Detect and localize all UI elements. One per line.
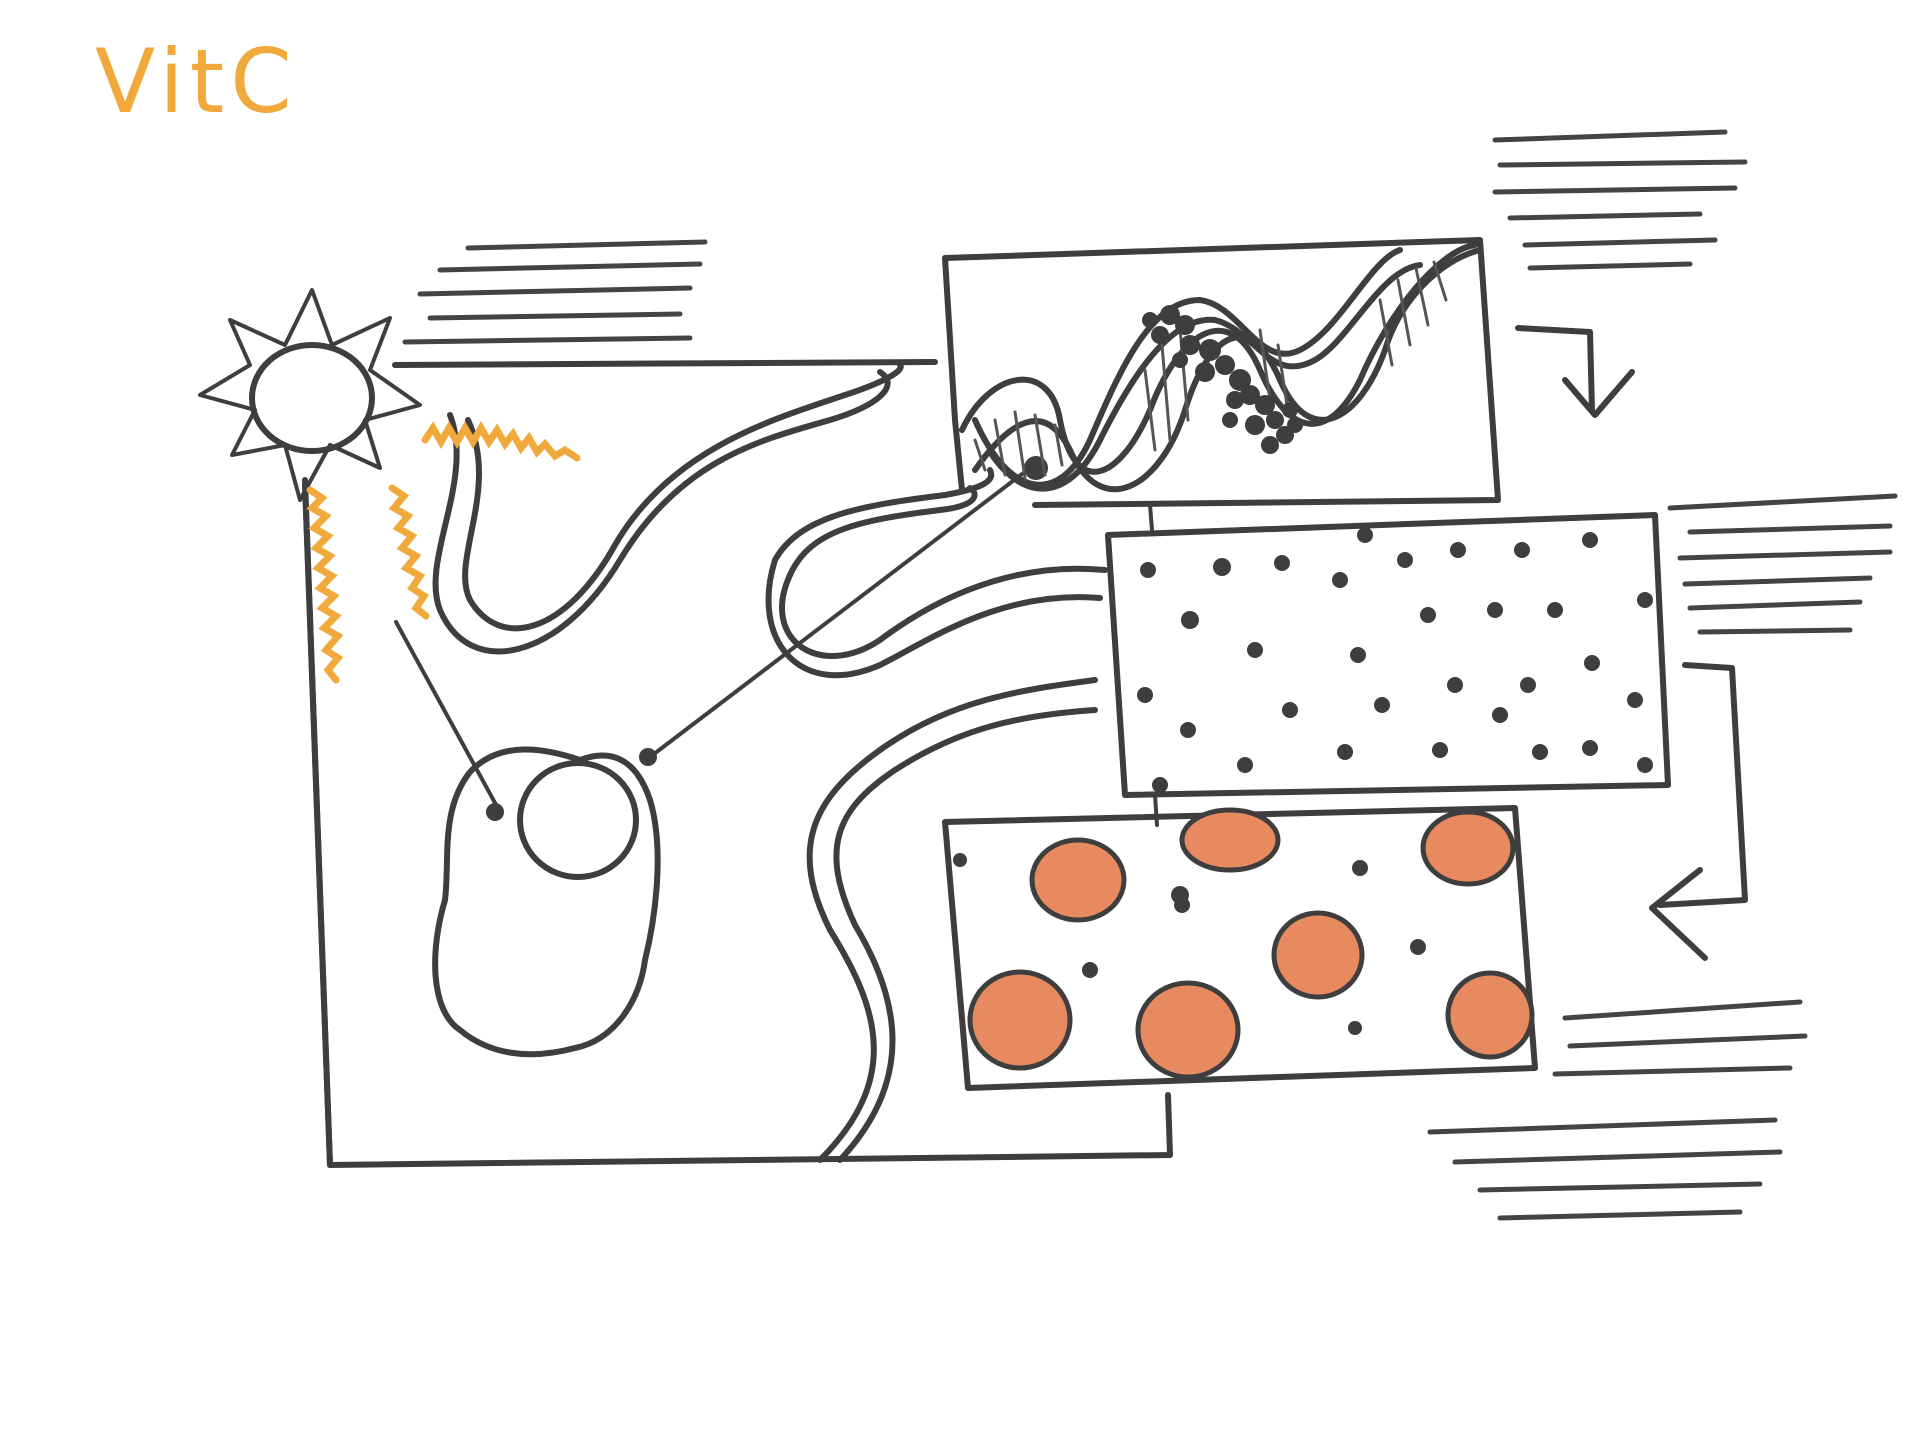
sun-icon (198, 288, 422, 502)
motion-lines-bottom-right (1427, 999, 1808, 1221)
blob-panel (942, 805, 1538, 1091)
nucleus (517, 760, 639, 880)
dna-helix-icon (959, 242, 1483, 493)
arrow-down-icon (1515, 325, 1635, 418)
dna-damage-cluster (1142, 305, 1303, 454)
channel-lower (806, 677, 1098, 1163)
pointer-dot-nucleus (639, 748, 657, 766)
panel-connector-1 (1148, 503, 1154, 532)
channel-middle (765, 467, 1108, 679)
motion-lines-mid-right (1667, 493, 1898, 635)
arrow-left-icon (1649, 662, 1748, 961)
diagram-title: VitC (95, 30, 298, 133)
motion-lines (402, 129, 1898, 1221)
motion-lines-top-left (402, 239, 708, 345)
pointer-line-dna (648, 466, 1032, 759)
panel-connector-2 (1153, 793, 1159, 827)
cell-frame-left-edge (302, 477, 333, 1168)
channel-upper (432, 362, 904, 655)
pointer-dot-cell (486, 803, 504, 821)
dna-panel (942, 237, 1501, 508)
dotted-panel (1105, 512, 1671, 798)
cell-body (432, 746, 661, 1058)
pointer-line-sun (394, 620, 502, 814)
light-rays (306, 420, 581, 684)
motion-lines-top-right (1492, 129, 1748, 271)
